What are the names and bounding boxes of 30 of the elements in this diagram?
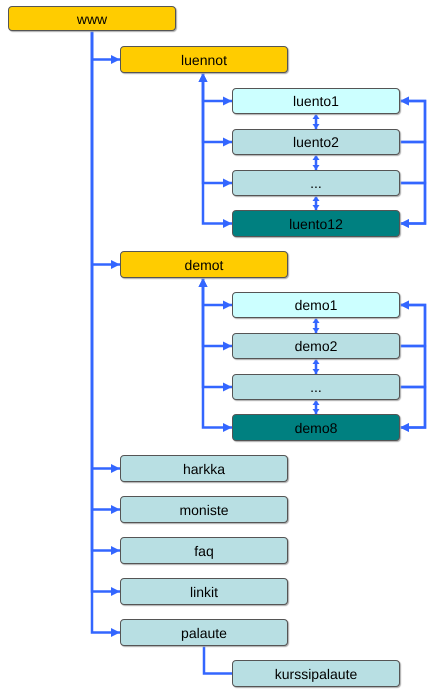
connector-arrow [312, 400, 320, 414]
connector-arrow [312, 155, 320, 170]
connector-arrow [312, 196, 320, 210]
page-box: luento12 [232, 210, 400, 237]
connector-arrow [400, 96, 426, 184]
page-box: linkit [120, 578, 288, 605]
connector-arrow [198, 278, 232, 432]
page-box: demo1 [232, 292, 400, 318]
page-box: ... [232, 170, 400, 196]
page-box: luennot [120, 46, 288, 73]
connector-arrow [202, 646, 232, 675]
page-box: faq [120, 537, 288, 564]
page-box: kurssipalaute [232, 660, 400, 687]
connector-arrow [400, 182, 426, 228]
page-box: demo8 [232, 414, 400, 441]
connector-arrow [400, 300, 426, 388]
page-box: www [8, 6, 176, 31]
page-box: palaute [120, 619, 288, 646]
page-box: demo2 [232, 333, 400, 359]
connector-arrow [312, 318, 320, 333]
page-box: moniste [120, 496, 288, 523]
connector-arrow [312, 359, 320, 374]
page-box: demot [120, 251, 288, 278]
page-box: luento1 [232, 88, 400, 114]
connector-arrow [312, 114, 320, 129]
page-box: luento2 [232, 129, 400, 155]
page-box: harkka [120, 455, 288, 482]
connector-arrow [400, 386, 426, 432]
connector-arrow [198, 73, 232, 228]
page-box: ... [232, 374, 400, 400]
